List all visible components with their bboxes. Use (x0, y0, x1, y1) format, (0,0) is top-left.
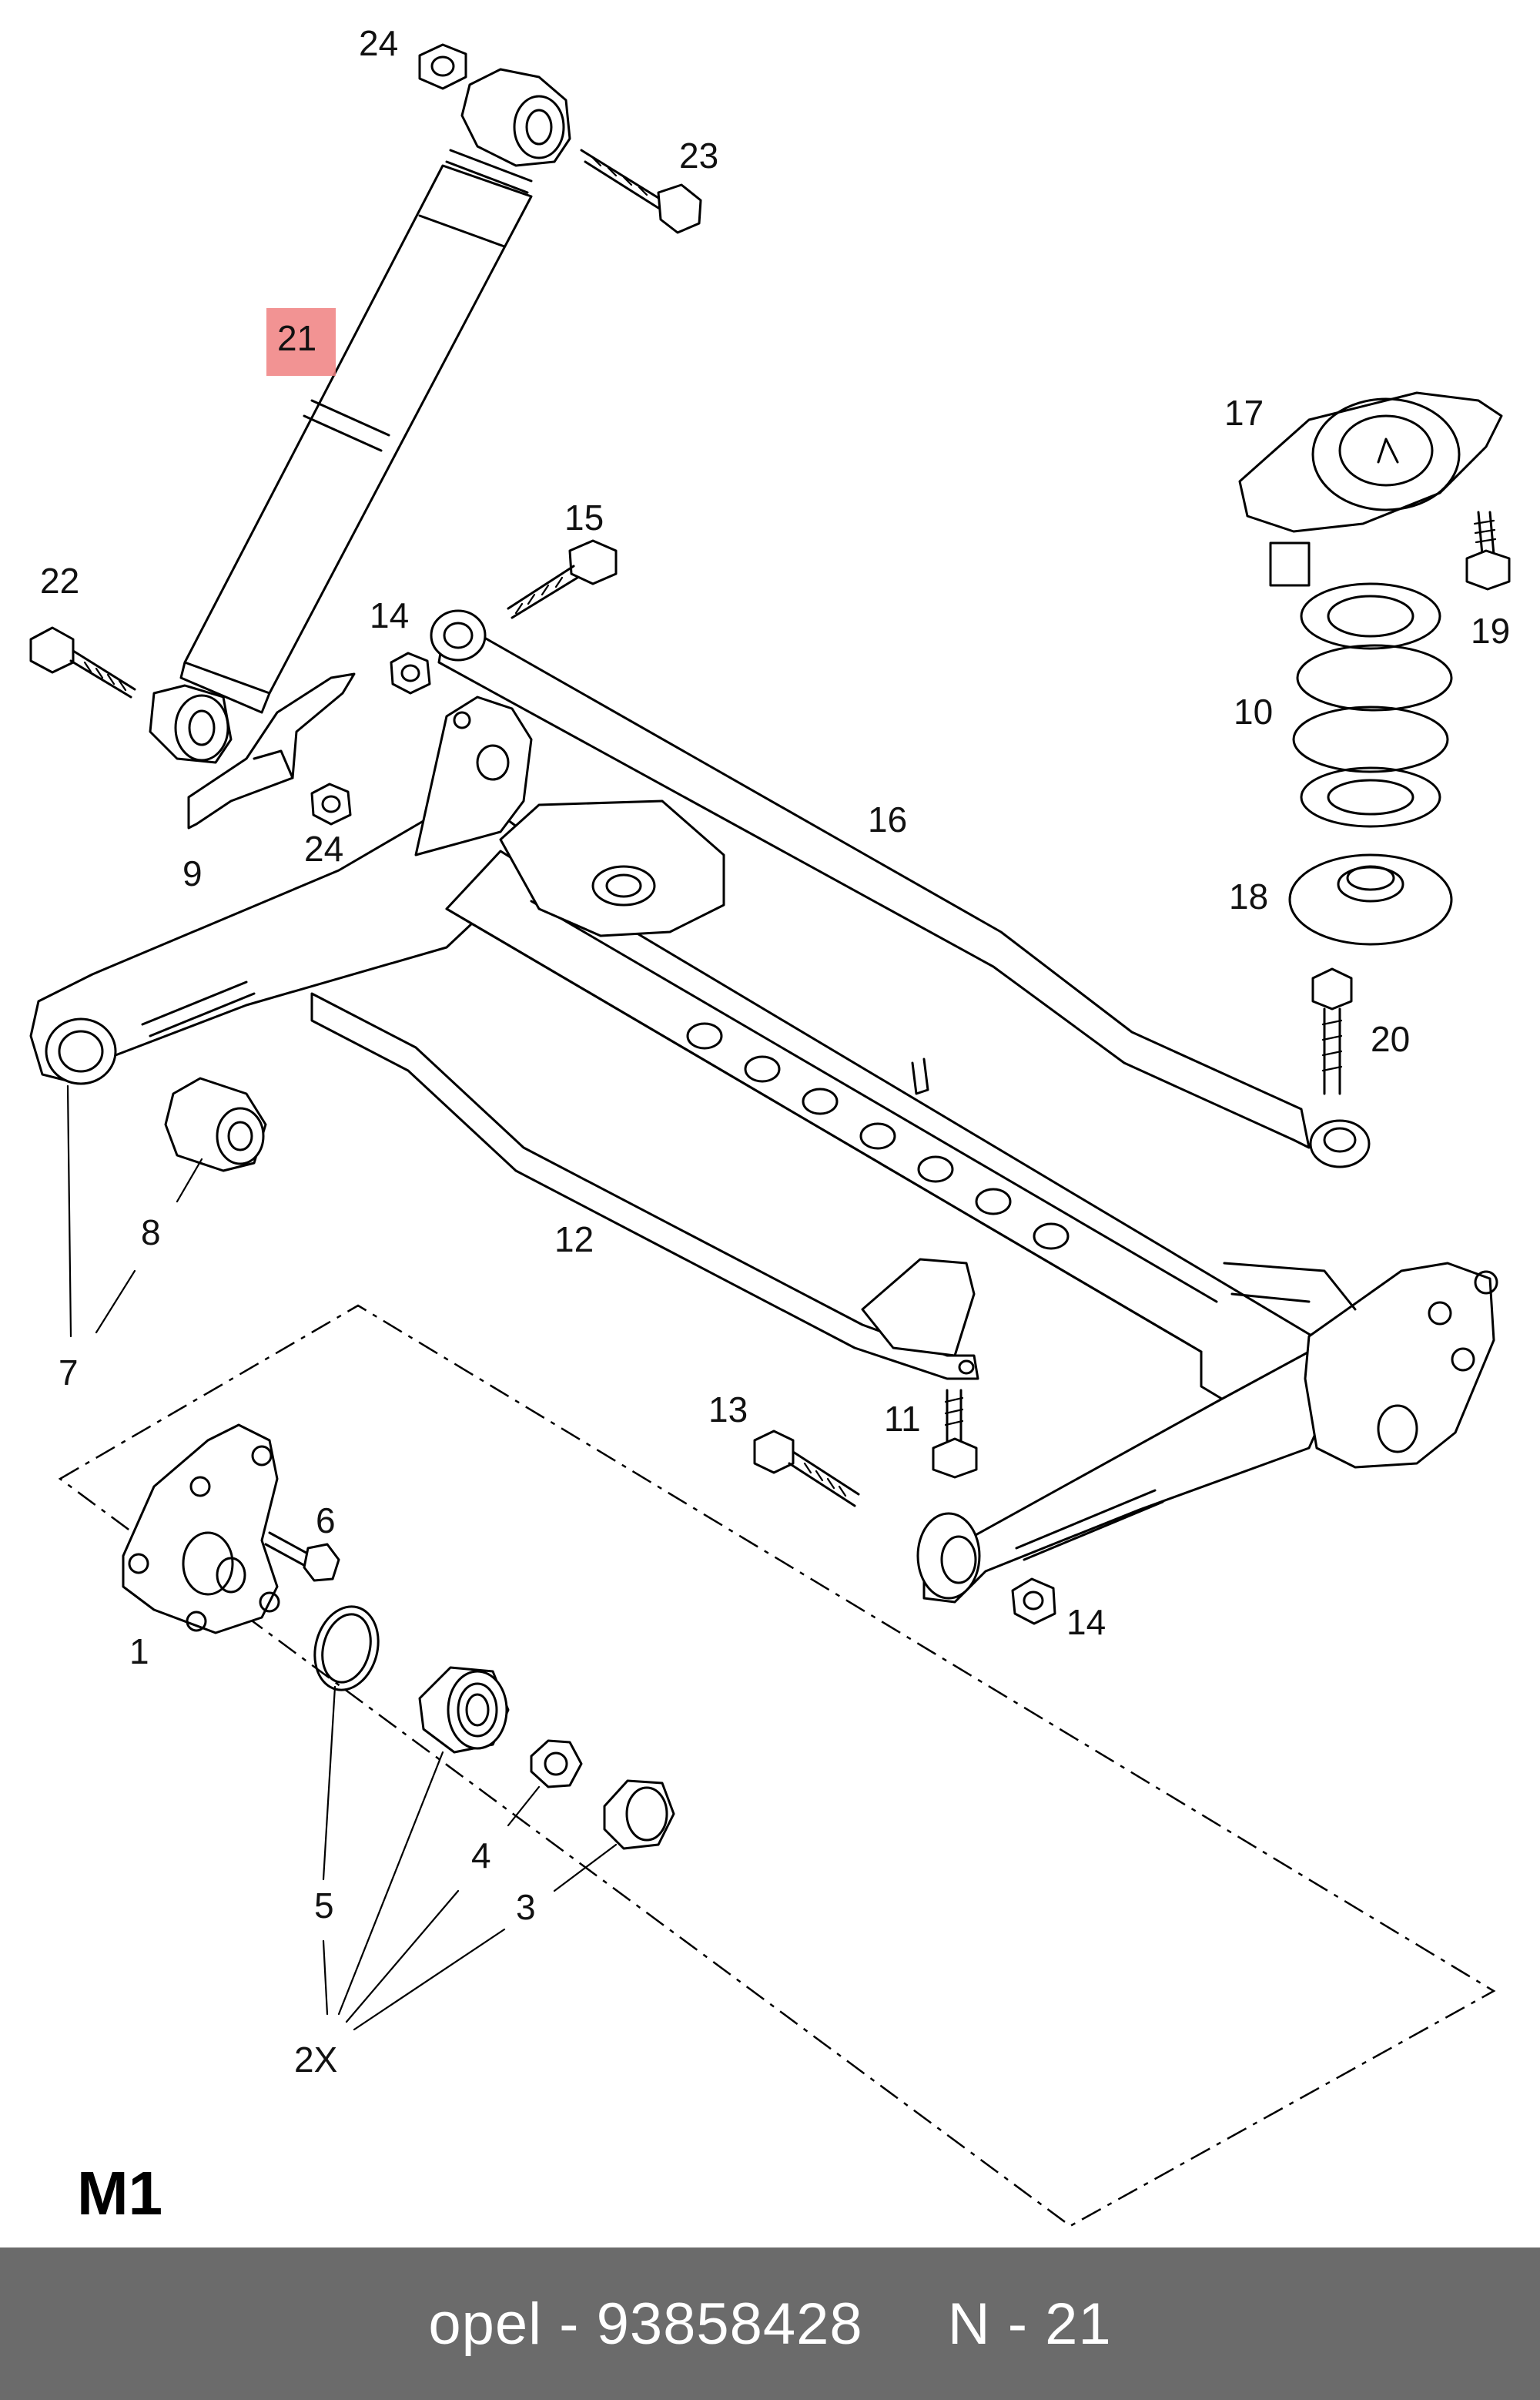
bolt-part-20[interactable] (1311, 967, 1353, 1095)
hub-carrier-part-1[interactable] (122, 1423, 280, 1634)
nut-part-14-upper[interactable] (390, 652, 431, 695)
footer-brand: opel (428, 2291, 543, 2357)
bushing-part-8[interactable] (164, 1077, 267, 1172)
spring-pad-part-18[interactable] (1288, 853, 1453, 946)
callout-22: 22 (40, 561, 79, 601)
callout-24-top: 24 (359, 23, 398, 63)
callout-7: 7 (59, 1353, 79, 1393)
snap-ring-part-5[interactable] (306, 1600, 387, 1698)
footer-part-number: 93858428 (596, 2291, 863, 2357)
callout-17: 17 (1224, 393, 1264, 433)
bolt-part-11[interactable] (932, 1389, 978, 1479)
footer-ref-label: N - 21 (947, 2291, 1112, 2357)
callout-10: 10 (1234, 692, 1273, 732)
coil-spring-part-10[interactable] (1292, 582, 1453, 828)
bolt-part-22[interactable] (29, 626, 136, 699)
nut-part-24-lower[interactable] (310, 783, 352, 826)
callout-4: 4 (471, 1835, 491, 1875)
callout-highlight-21 (266, 308, 336, 376)
bolt-part-23[interactable] (580, 149, 702, 234)
footer-separator: - (542, 2291, 597, 2357)
callout-1: 1 (129, 1631, 149, 1671)
rod-part-12[interactable] (310, 992, 979, 1380)
bolt-part-15[interactable] (507, 539, 618, 619)
callout-12: 12 (554, 1219, 594, 1259)
callout-6: 6 (316, 1500, 336, 1540)
leader-lines (66, 1084, 618, 2031)
callout-8: 8 (141, 1212, 161, 1252)
callout-20: 20 (1371, 1019, 1410, 1059)
callout-labels: 24 23 21 17 22 15 14 19 10 16 9 24 18 20… (40, 23, 1510, 2080)
hub-assembly-outline (58, 1304, 1496, 2227)
bolt-part-13[interactable] (753, 1430, 860, 1507)
callout-9: 9 (182, 853, 203, 893)
callout-19: 19 (1471, 611, 1510, 651)
callout-16: 16 (868, 799, 907, 840)
cap-part-3[interactable] (603, 1779, 675, 1850)
callout-23: 23 (679, 136, 718, 176)
callout-18: 18 (1229, 877, 1268, 917)
bearing-part-2[interactable] (418, 1666, 510, 1754)
rear-axle-beam[interactable] (29, 696, 1498, 1604)
bolt-part-19[interactable] (1465, 511, 1511, 591)
shock-absorber-part-21[interactable] (149, 68, 571, 764)
hub-nut-part-4[interactable] (530, 1739, 583, 1788)
callout-14-upper: 14 (370, 595, 409, 635)
exploded-parts-diagram: 24 23 21 17 22 15 14 19 10 16 9 24 18 20… (29, 23, 1511, 2227)
callout-3: 3 (516, 1887, 536, 1927)
callout-15: 15 (564, 498, 604, 538)
callout-11: 11 (884, 1399, 921, 1439)
callout-2x: 2X (294, 2040, 337, 2080)
bolt-part-6[interactable] (264, 1531, 340, 1582)
track-rod-part-16[interactable] (430, 609, 1371, 1168)
bracket-part-9[interactable] (187, 672, 356, 830)
callout-24-lower: 24 (304, 829, 343, 869)
spring-mount-part-17[interactable] (1238, 391, 1503, 587)
callout-21: 21 (277, 318, 316, 358)
callout-14-lower: 14 (1066, 1602, 1106, 1642)
footer-bar: opel - 93858428 N - 21 (0, 2247, 1540, 2400)
nut-part-24-top[interactable] (418, 43, 467, 90)
page-label: M1 (77, 2159, 163, 2227)
callout-13: 13 (708, 1389, 748, 1430)
callout-5: 5 (314, 1885, 334, 1926)
nut-part-14-lower[interactable] (1011, 1577, 1056, 1625)
